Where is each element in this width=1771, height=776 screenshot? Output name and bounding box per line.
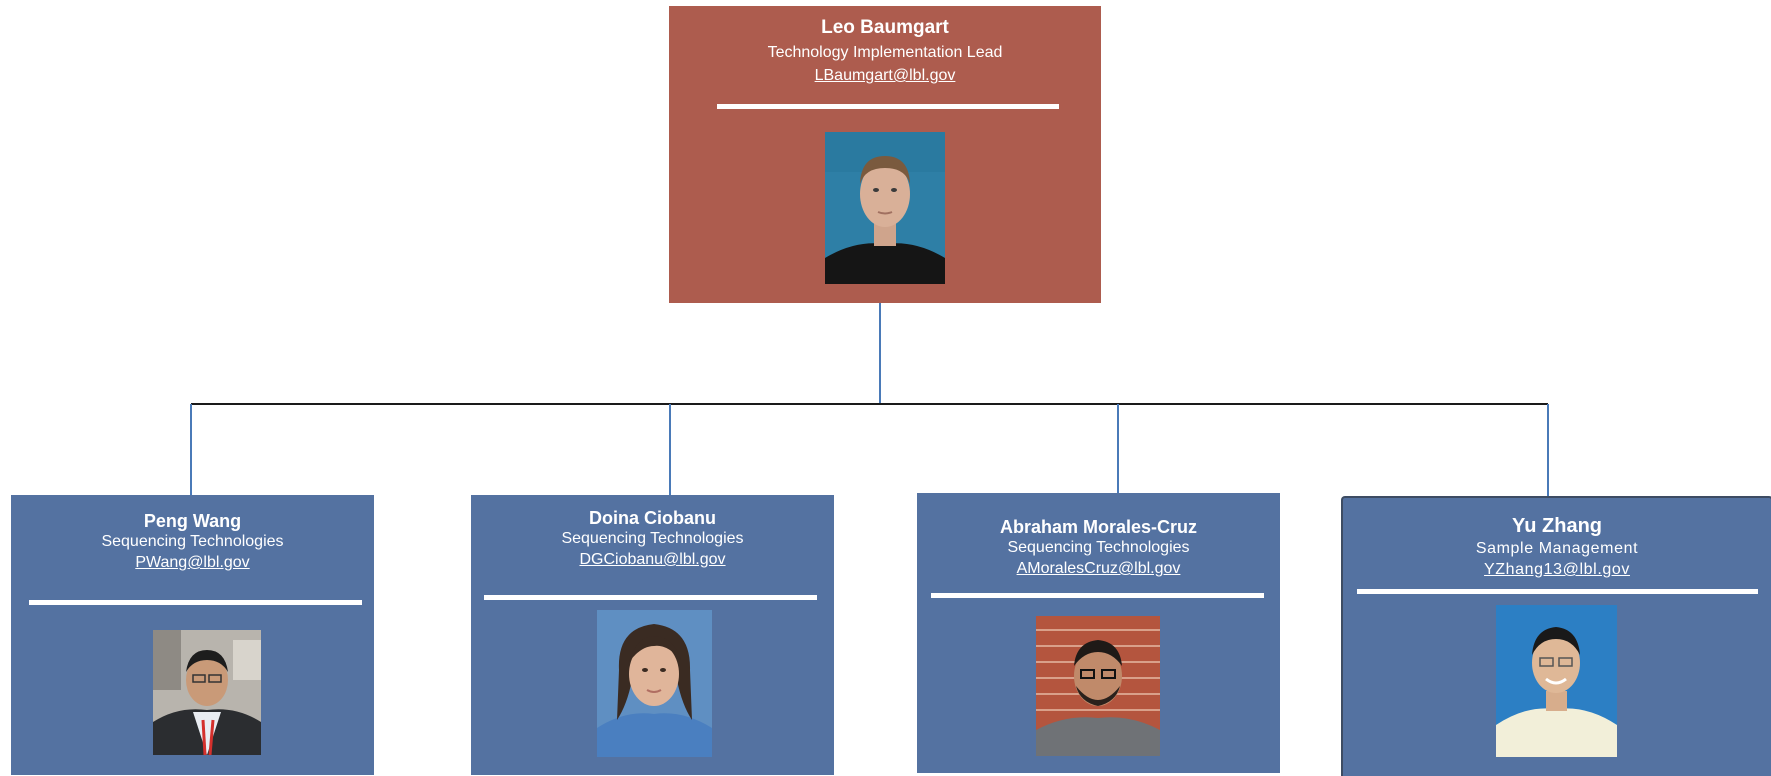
report-role: Sequencing Technologies [101,533,284,550]
report-card-doina-ciobanu[interactable]: Doina Ciobanu Sequencing Technologies DG… [471,495,834,775]
report-2-text: Doina Ciobanu Sequencing Technologies DG… [471,507,834,571]
report-divider [29,600,362,605]
report-photo [597,610,712,757]
report-4-text: Yu Zhang Sample Management YZhang13@lbl.… [1343,513,1771,581]
lead-role: Technology Implementation Lead [767,44,1003,61]
report-divider [484,595,817,600]
report-card-peng-wang[interactable]: Peng Wang Sequencing Technologies PWang@… [11,495,374,775]
report-photo [1496,605,1617,757]
report-name: Abraham Morales-Cruz [999,517,1198,537]
report-name: Doina Ciobanu [589,508,716,528]
report-role: Sequencing Technologies [561,530,744,547]
report-divider [1357,589,1758,594]
report-email-link[interactable]: AMoralesCruz@lbl.gov [1016,560,1181,577]
lead-photo [825,132,945,284]
report-divider [931,593,1264,598]
report-3-text: Abraham Morales-Cruz Sequencing Technolo… [917,516,1280,580]
lead-email-link[interactable]: LBaumgart@lbl.gov [814,67,956,84]
report-photo [1036,616,1160,756]
report-photo [153,630,261,755]
report-name: Peng Wang [143,511,242,531]
lead-name: Leo Baumgart [821,17,949,38]
report-email-link[interactable]: DGCiobanu@lbl.gov [579,551,726,568]
report-role: Sequencing Technologies [1007,539,1190,556]
report-email-link[interactable]: YZhang13@lbl.gov [1484,561,1630,578]
lead-card[interactable]: Leo Baumgart Technology Implementation L… [669,6,1101,303]
report-1-text: Peng Wang Sequencing Technologies PWang@… [11,510,374,574]
report-name: Yu Zhang [1512,515,1602,537]
lead-text: Leo Baumgart Technology Implementation L… [669,16,1101,87]
report-email-link[interactable]: PWang@lbl.gov [135,554,250,571]
report-card-yu-zhang[interactable]: Yu Zhang Sample Management YZhang13@lbl.… [1341,496,1771,776]
report-role: Sample Management [1475,540,1639,557]
lead-divider [717,104,1059,109]
report-card-abraham-morales-cruz[interactable]: Abraham Morales-Cruz Sequencing Technolo… [917,493,1280,773]
